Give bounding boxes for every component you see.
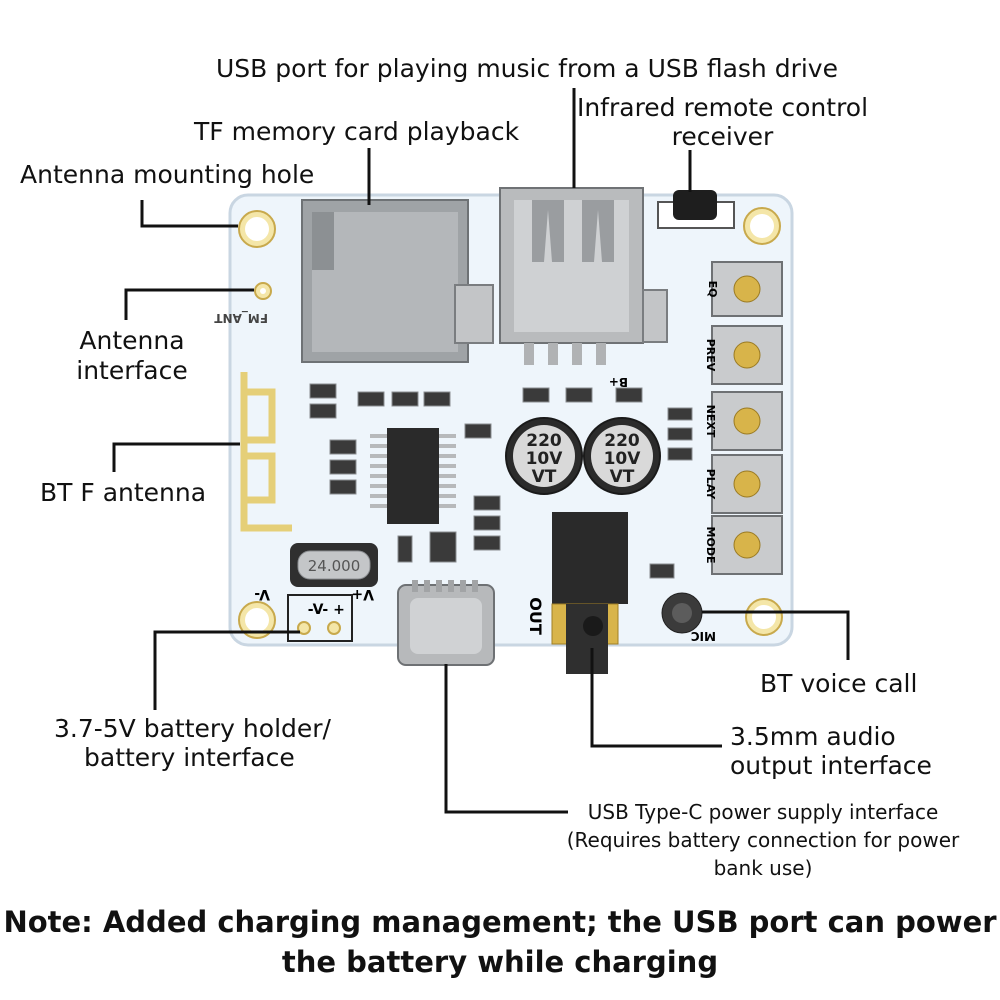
note-line1: Note: Added charging management; the USB… <box>3 905 997 939</box>
label-typec-line2: (Requires battery connection for power <box>566 828 960 852</box>
mic-label: MIC <box>691 629 716 643</box>
cap1-text-3: VT <box>532 467 557 487</box>
mounting-hole-bottom-right <box>745 598 783 636</box>
smd-components <box>309 383 693 579</box>
label-typec-line1: USB Type-C power supply interface <box>587 800 939 824</box>
microphone: MIC <box>661 592 716 643</box>
pad-plus-label: + <box>333 602 345 618</box>
leader-antenna-hole <box>140 200 238 228</box>
cap2-text-3: VT <box>610 467 635 487</box>
pad-minus-label: -V- <box>308 602 329 618</box>
button-play: PLAY <box>704 454 783 514</box>
main-ic-chip <box>370 428 456 524</box>
capacitor-2: 220 10V VT <box>583 417 661 495</box>
cap2-text-2: 10V <box>604 449 642 469</box>
cap2-text-1: 220 <box>604 431 640 451</box>
leader-battery <box>153 630 300 710</box>
cap1-text-2: 10V <box>526 449 564 469</box>
v-minus-label: V- <box>254 586 270 602</box>
label-audio-line1: 3.5mm audio <box>730 722 896 751</box>
leader-audio <box>590 648 722 748</box>
button-next: NEXT <box>704 391 783 451</box>
label-battery-line2: battery interface <box>84 743 295 772</box>
label-usb-port: USB port for playing music from a USB fl… <box>216 54 838 83</box>
label-antenna-interface-line2: interface <box>76 356 188 385</box>
audio-jack-3-5mm: OUT <box>526 512 628 674</box>
usb-a-port <box>499 187 668 365</box>
label-bt-voice: BT voice call <box>760 669 918 698</box>
crystal-oscillator: 24.000 <box>290 543 378 587</box>
ir-receiver <box>657 190 735 229</box>
out-label: OUT <box>526 597 545 635</box>
btn-prev-label: PREV <box>704 339 717 372</box>
label-antenna-interface-line1: Antenna <box>79 326 185 355</box>
btn-play-label: PLAY <box>704 469 717 501</box>
label-tf-card: TF memory card playback <box>194 117 520 146</box>
mounting-hole-top-right <box>743 207 781 245</box>
b-plus-label: B+ <box>609 375 628 389</box>
label-antenna-hole: Antenna mounting hole <box>20 160 315 189</box>
crystal-label: 24.000 <box>308 557 361 575</box>
btn-next-label: NEXT <box>704 405 717 438</box>
battery-pads: -V- + V- V+ B+ <box>254 375 628 642</box>
button-mode: MODE <box>704 515 783 575</box>
button-prev: PREV <box>704 325 783 385</box>
cap1-text-1: 220 <box>526 431 562 451</box>
label-typec-line3: bank use) <box>713 856 813 880</box>
label-ir-receiver-line2: receiver <box>671 122 774 151</box>
capacitor-1: 220 10V VT <box>505 417 583 495</box>
tf-card-slot <box>301 199 494 363</box>
leader-bt-voice <box>702 610 850 660</box>
label-ir-receiver-line1: Infrared remote control <box>576 93 869 122</box>
leader-typec <box>444 664 568 814</box>
leader-antenna-interface <box>124 288 254 320</box>
usb-type-c-port <box>397 580 495 666</box>
fm-ant-label: FM_ANT <box>214 310 268 325</box>
btn-mode-label: MODE <box>704 527 717 564</box>
note-line2: the battery while charging <box>281 945 719 979</box>
mounting-hole-bottom-left <box>238 601 276 639</box>
leader-bt-antenna <box>112 442 240 472</box>
btn-eq-label: EQ <box>706 281 719 298</box>
label-bt-antenna: BT F antenna <box>40 478 207 507</box>
bt-f-antenna-trace <box>240 372 292 532</box>
button-eq: EQ <box>706 261 783 317</box>
v-plus-label: V+ <box>351 586 374 602</box>
label-battery-line1: 3.7-5V battery holder/ <box>54 714 331 743</box>
label-audio-line2: output interface <box>730 751 932 780</box>
leader-lines <box>112 88 850 814</box>
antenna-interface-pad <box>254 282 272 300</box>
mounting-hole-top-left <box>238 210 276 248</box>
